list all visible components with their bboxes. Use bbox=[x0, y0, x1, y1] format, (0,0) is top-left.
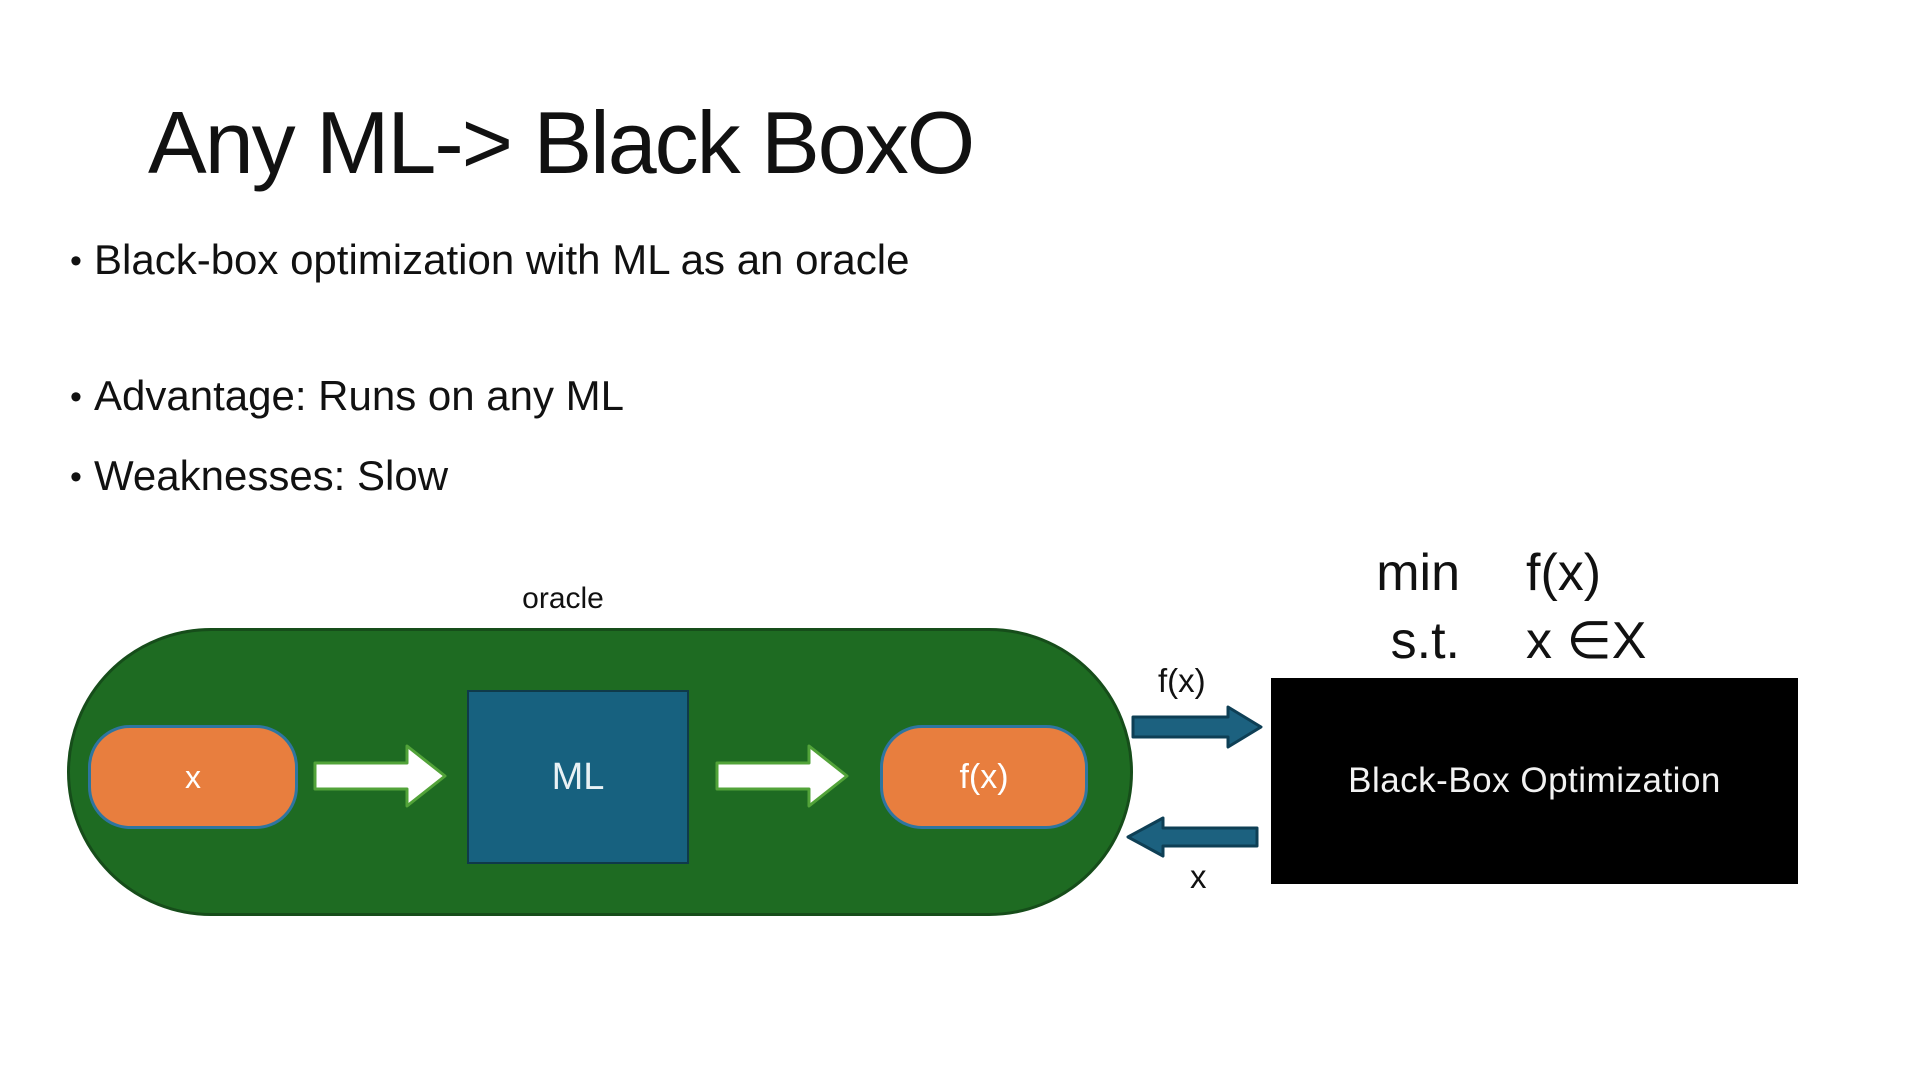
bullet-item: Weaknesses: Slow bbox=[70, 452, 448, 500]
formula-min: min bbox=[1376, 544, 1460, 602]
blackbox-node: Black-Box Optimization bbox=[1271, 678, 1798, 884]
formula-objective: f(x) bbox=[1526, 544, 1602, 602]
arrow-right-icon bbox=[313, 744, 447, 808]
arrow-right-icon bbox=[1131, 705, 1263, 749]
ml-node: ML bbox=[467, 690, 689, 864]
arrow-label-fx: f(x) bbox=[1158, 662, 1206, 699]
output-node-label: f(x) bbox=[959, 757, 1009, 796]
oracle-label: oracle bbox=[522, 582, 604, 615]
formula-constraint: x ∈X bbox=[1526, 612, 1647, 670]
arrow-right-icon bbox=[715, 744, 849, 808]
arrow-label-x: x bbox=[1190, 858, 1207, 895]
blackbox-node-label: Black-Box Optimization bbox=[1348, 761, 1721, 800]
bullet-item: Black-box optimization with ML as an ora… bbox=[70, 236, 909, 284]
slide-title: Any ML-> Black BoxO bbox=[148, 93, 975, 192]
input-node-label: x bbox=[185, 758, 201, 795]
output-node: f(x) bbox=[880, 725, 1088, 829]
optimization-formula: min f(x) s.t. x ∈X bbox=[1340, 542, 1646, 672]
arrow-left-icon bbox=[1126, 816, 1259, 858]
input-node: x bbox=[88, 725, 298, 829]
formula-st: s.t. bbox=[1390, 612, 1460, 670]
ml-node-label: ML bbox=[551, 755, 605, 798]
bullet-item: Advantage: Runs on any ML bbox=[70, 372, 624, 420]
